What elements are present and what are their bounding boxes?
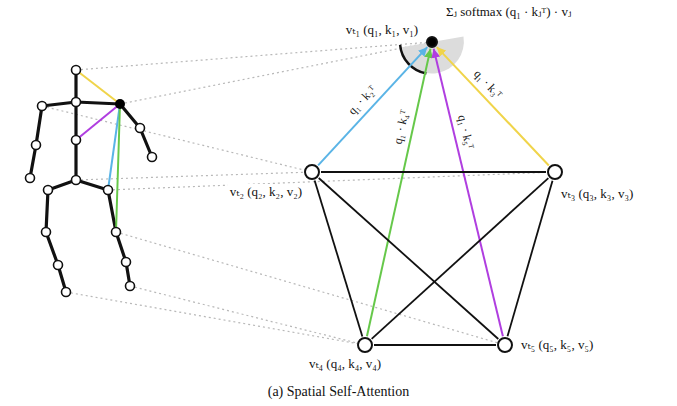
dotted-line bbox=[120, 42, 432, 104]
query-joint bbox=[115, 99, 125, 109]
node-outline bbox=[358, 338, 372, 352]
joint bbox=[32, 141, 41, 150]
joint bbox=[26, 174, 35, 183]
dotted-line bbox=[76, 42, 432, 70]
joint bbox=[122, 258, 131, 267]
node-outline bbox=[305, 165, 319, 179]
joint bbox=[112, 228, 121, 237]
dotted-line bbox=[130, 286, 365, 345]
dotted-line bbox=[76, 172, 312, 180]
graph-node: vₜ₂ (q₂, k₂, v₂) bbox=[304, 164, 320, 180]
joint bbox=[72, 98, 81, 107]
node-label: vₜ₁ (q₁, k₁, v₁) bbox=[344, 22, 420, 38]
joint bbox=[44, 186, 53, 195]
node-circle bbox=[426, 36, 438, 48]
node-circle bbox=[547, 164, 563, 180]
joint bbox=[72, 136, 81, 145]
node-label: vₜ₃ (q₃, k₃, v₃) bbox=[559, 186, 635, 202]
attention-line bbox=[116, 104, 120, 232]
node-circle bbox=[497, 337, 513, 353]
graph-node: vₜ₄ (q₄, k₄, v₄) bbox=[357, 337, 373, 353]
attention-line bbox=[76, 70, 120, 104]
skeleton-attention-lines bbox=[76, 70, 120, 232]
dotted-line bbox=[108, 172, 555, 190]
arm-right bbox=[120, 104, 152, 157]
attention-line bbox=[76, 104, 120, 140]
skeleton-joints bbox=[26, 66, 157, 297]
graph-node: vₜ₃ (q₃, k₃, v₃) bbox=[547, 164, 563, 180]
dotted-line bbox=[42, 106, 312, 172]
leg-left bbox=[46, 190, 66, 292]
graph-edge bbox=[315, 181, 363, 337]
graph-edge bbox=[507, 181, 552, 337]
node-outline bbox=[548, 165, 562, 179]
attention-formula: Σⱼ softmax (q₁ · kⱼᵀ) · vⱼ bbox=[446, 4, 571, 20]
node-label: vₜ₂ (q₂, k₂, v₂) bbox=[228, 184, 304, 200]
joint bbox=[62, 288, 71, 297]
dotted-line bbox=[116, 232, 505, 345]
node-outline bbox=[427, 37, 437, 47]
edge-label: q₁ · k₃ᵀ bbox=[470, 65, 507, 103]
aggregation-arc bbox=[400, 45, 426, 74]
node-label: vₜ₄ (q₄, k₄, v₄) bbox=[307, 356, 383, 372]
joint bbox=[104, 186, 113, 195]
graph-edge bbox=[321, 171, 546, 173]
skeleton-bones bbox=[30, 70, 152, 292]
graph-edge bbox=[319, 178, 499, 339]
node-label: vₜ₅ (q₅, k₅, v₅) bbox=[519, 337, 595, 353]
joint bbox=[42, 228, 51, 237]
edge-label: q₁ · k₂ᵀ bbox=[343, 82, 380, 120]
attention-arrow bbox=[318, 47, 427, 165]
figure-caption: (a) Spatial Self-Attention bbox=[0, 384, 677, 400]
edge-label: q₁ · k₅ᵀ bbox=[455, 112, 478, 153]
graph-node: vₜ₅ (q₅, k₅, v₅) bbox=[497, 337, 513, 353]
graph-edge bbox=[372, 178, 549, 339]
edge-label: q₁ · k₄ᵀ bbox=[390, 106, 412, 147]
joint bbox=[54, 261, 63, 270]
joint bbox=[136, 124, 145, 133]
leg-right bbox=[108, 190, 130, 286]
dotted-line bbox=[66, 292, 365, 345]
node-circle bbox=[304, 164, 320, 180]
graph-node: vₜ₁ (q₁, k₁, v₁) bbox=[426, 36, 438, 48]
arms-left bbox=[30, 102, 120, 178]
correspondence-lines bbox=[42, 42, 555, 345]
node-circle bbox=[357, 337, 373, 353]
attention-arrow bbox=[437, 47, 549, 165]
joint bbox=[148, 153, 157, 162]
node-outline bbox=[498, 338, 512, 352]
joint bbox=[126, 282, 135, 291]
spine bbox=[74, 70, 77, 180]
joint bbox=[72, 66, 81, 75]
joint bbox=[72, 176, 81, 185]
graph-edge bbox=[374, 344, 496, 346]
joint bbox=[38, 102, 47, 111]
aggregation-sector bbox=[401, 36, 464, 73]
